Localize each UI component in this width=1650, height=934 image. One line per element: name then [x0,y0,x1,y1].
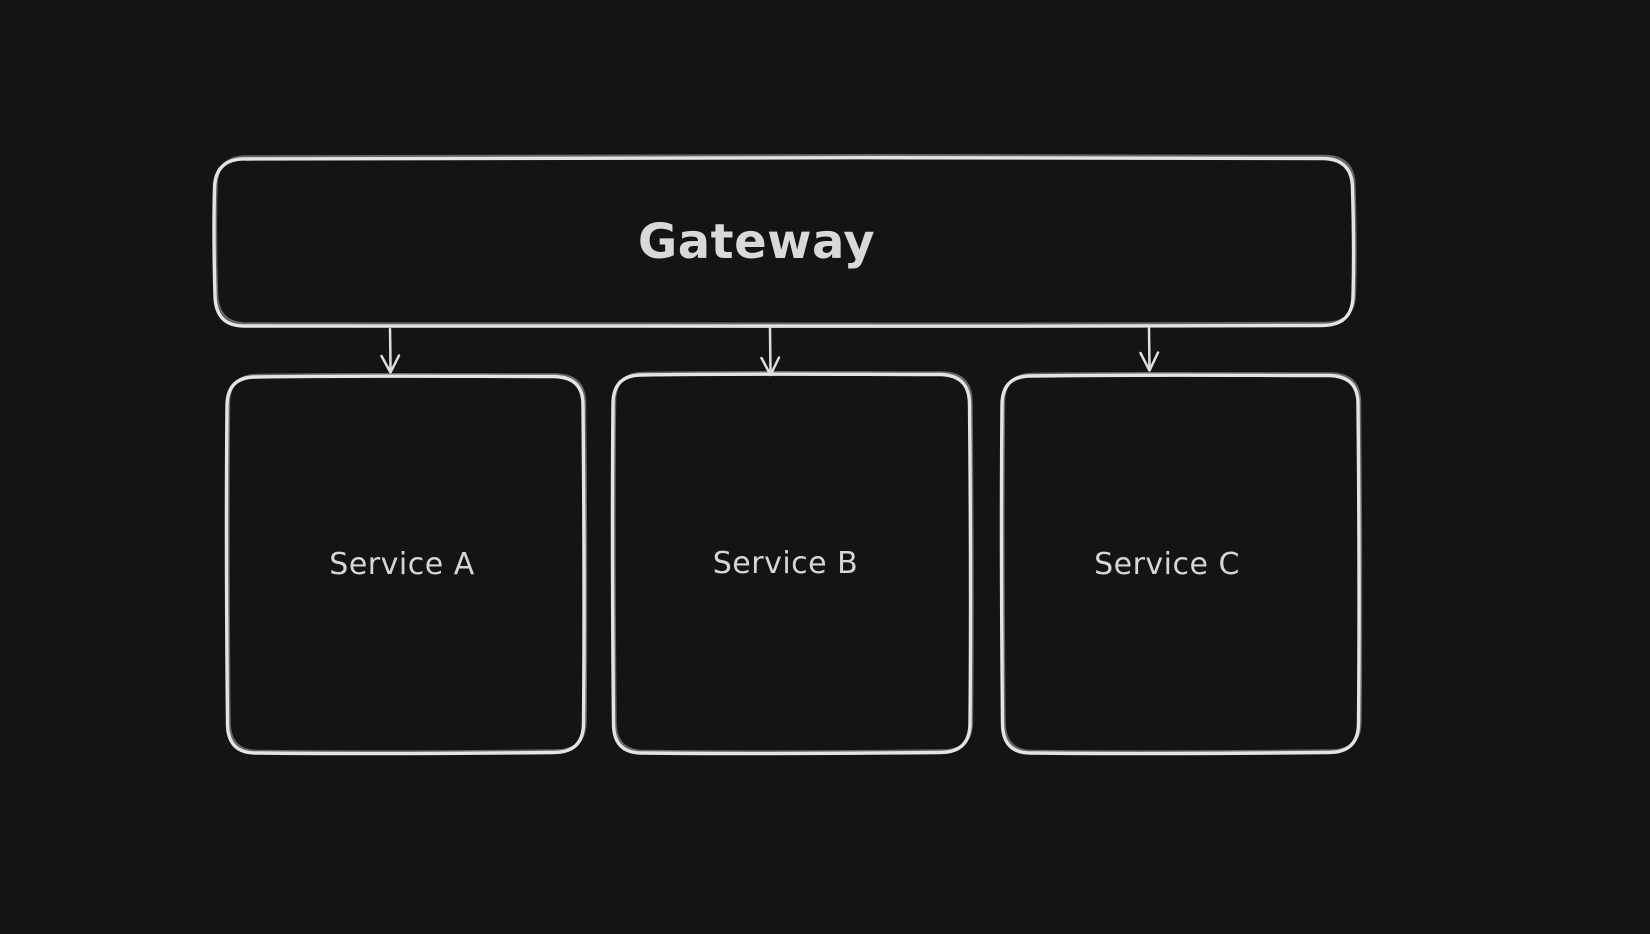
service-a-node-box[interactable] [224,372,588,756]
service-b-box-ghost-stroke [613,370,974,753]
service-b-node-box[interactable] [610,370,974,756]
service-a-box-stroke [224,374,586,756]
arrow-gateway-to-service-b[interactable] [760,327,781,377]
arrow-shaft [768,327,772,376]
service-c-node-box[interactable] [999,371,1363,756]
gateway-node-box[interactable] [212,153,1357,329]
arrowhead-down-icon [1139,351,1160,372]
gateway-box-stroke [212,155,1356,329]
arrow-gateway-to-service-a[interactable] [380,327,401,374]
arrow-shaft [388,327,392,373]
arrowhead-down-icon [380,354,401,374]
arrowhead-down-icon [760,356,781,377]
service-a-box-ghost-stroke [227,372,588,753]
service-c-box-stroke [999,373,1361,756]
service-b-box-stroke [610,372,973,756]
arrow-shaft [1147,327,1151,371]
gateway-box-ghost-stroke [214,153,1357,326]
arrow-gateway-to-service-c[interactable] [1139,327,1160,372]
service-c-box-ghost-stroke [1002,371,1363,753]
